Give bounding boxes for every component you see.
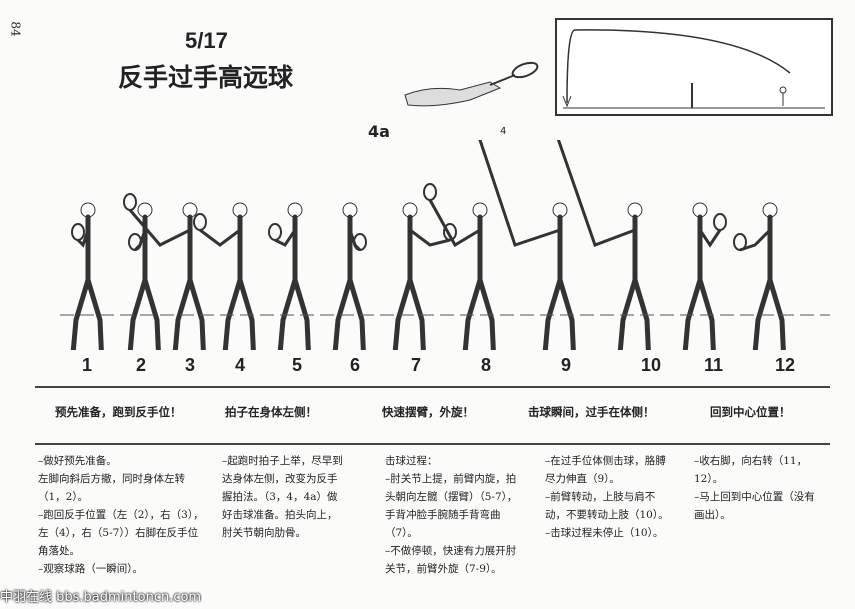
frame-number: 4 (235, 355, 246, 375)
frame-number: 5 (292, 355, 303, 375)
frame-number: 8 (481, 355, 492, 375)
player-figure (193, 202, 256, 350)
divider (35, 386, 830, 388)
paragraph: 左脚向斜后方撤，同时身体左转（1，2）。 (38, 473, 185, 503)
page-number: 84 (8, 21, 23, 37)
paragraph: –马上回到中心位置（没有画出）。 (694, 491, 815, 521)
paragraph: –前臂转动，上肢与肩不动，不要转动上肢（10）。 (545, 491, 669, 521)
text-column-2: –起跑时拍子上举，尽早到达身体左侧，改变为反手握拍法。（3，4，4a）做好击球准… (222, 452, 347, 542)
player-figure (70, 202, 104, 350)
watermark: 中羽在线 bbs.badmintoncn.com (0, 590, 202, 605)
paragraph: –肘关节上提，前臂内旋，拍头朝向左髋（摆臂）（5-7），手背冲脸手腕随手背弯曲（… (385, 473, 518, 539)
player-figure (123, 193, 206, 350)
paragraph: –跑回反手位置（左（2），右（3），左（4），右（5-7））右脚在反手位角落处。 (38, 509, 204, 557)
title-number: 5/17 (185, 28, 228, 53)
paragraph: –收右脚，向右转（11，12）。 (694, 455, 808, 485)
frame-number: 9 (561, 355, 572, 375)
player-figure (682, 202, 727, 350)
player-figure (733, 202, 786, 350)
phase-heading: 击球瞬间，过手在体侧！ (528, 405, 655, 419)
frame-number: 1 (82, 355, 93, 375)
page-title: 反手过手高远球 (118, 63, 294, 92)
paragraph: –在过手位体侧击球，胳膊尽力伸直（9）。 (545, 455, 666, 485)
paragraph: –起跑时拍子上举，尽早到达身体左侧，改变为反手握拍法。（3，4，4a）做好击球准… (222, 455, 343, 539)
frame-number: 2 (136, 355, 147, 375)
player-figure (478, 140, 576, 350)
figure-label-4a: 4a (368, 122, 390, 141)
player-figure (423, 183, 496, 350)
player-figure (556, 140, 651, 350)
court-line (60, 314, 830, 316)
player-figure (332, 202, 367, 350)
text-column-5: –收右脚，向右转（11，12）。 –马上回到中心位置（没有画出）。 (694, 452, 819, 524)
frame-number: 7 (411, 355, 422, 375)
trajectory-diagram (555, 18, 833, 116)
frame-number: 3 (185, 355, 196, 375)
text-column-4: –在过手位体侧击球，胳膊尽力伸直（9）。 –前臂转动，上肢与肩不动，不要转动上肢… (545, 452, 675, 542)
player-figure (127, 202, 161, 350)
stroke-sequence-figures (70, 140, 786, 350)
player-figure (392, 202, 457, 350)
paragraph: –做好预先准备。 (38, 455, 117, 467)
paragraph: –击球过程未停止（10）。 (545, 527, 664, 539)
paragraph: –不做停顿，快速有力展开肘关节，前臂外旋（7-9）。 (385, 545, 517, 575)
paragraph: –观察球路（一瞬间）。 (38, 563, 143, 575)
figure-label-4: 4 (500, 126, 507, 137)
frame-number: 6 (350, 355, 361, 375)
phase-heading: 回到中心位置！ (710, 405, 791, 419)
paragraph: 击球过程： (385, 455, 438, 467)
phase-heading: 拍子在身体左侧！ (225, 405, 317, 419)
frame-number: 11 (704, 355, 724, 375)
phase-heading: 快速摆臂，外旋！ (382, 405, 474, 419)
text-column-3: 击球过程： –肘关节上提，前臂内旋，拍头朝向左髋（摆臂）（5-7），手背冲脸手腕… (385, 452, 520, 578)
text-column-1: –做好预先准备。 左脚向斜后方撤，同时身体左转（1，2）。 –跑回反手位置（左（… (38, 452, 208, 578)
player-figure (268, 202, 311, 350)
phase-heading: 预先准备，跑到反手位！ (55, 405, 182, 419)
frame-number: 12 (775, 355, 796, 375)
divider (35, 443, 830, 445)
grip-illustration (404, 61, 539, 107)
frame-number: 10 (641, 355, 662, 375)
